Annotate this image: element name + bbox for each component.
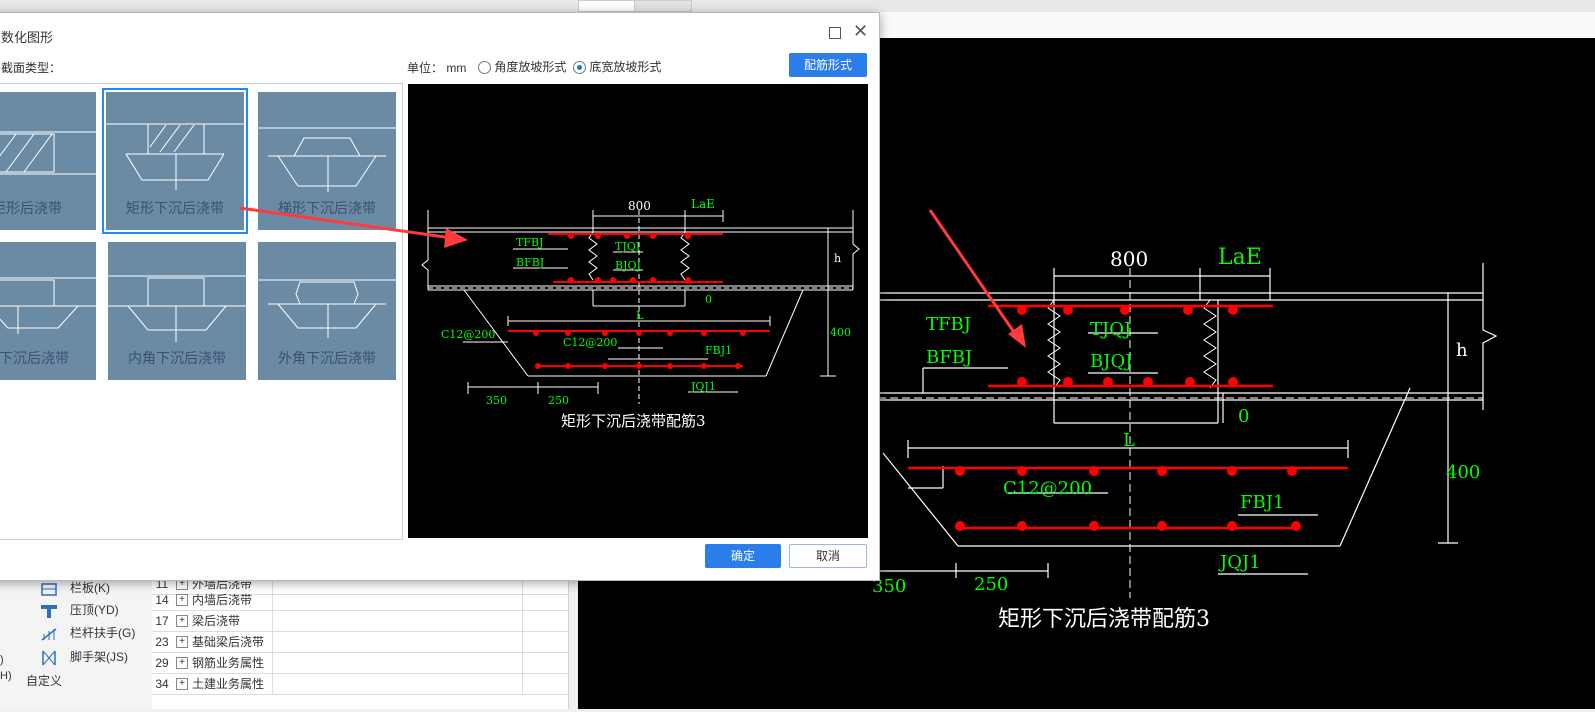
list-item-railing-panel[interactable]: 栏板(K) xyxy=(40,577,110,599)
expand-icon[interactable]: + xyxy=(176,594,188,606)
tree-row[interactable]: 23+基础梁后浇带 xyxy=(152,632,568,653)
preview-drawing: 800 LaE TFBJ BFBJ TJQJ BJQJ h 0 L C12@20… xyxy=(408,84,868,538)
preview-label-l: L xyxy=(636,309,644,322)
list-item-coping[interactable]: 压顶(YD) xyxy=(40,599,119,621)
tile-outer-corner-sunk-post-pour[interactable]: 外角下沉后浇带 xyxy=(258,242,396,380)
tree-row[interactable]: 34+土建业务属性 xyxy=(152,674,568,695)
tree-row[interactable]: 17+梁后浇带 xyxy=(152,611,568,632)
label-c12: C12@200 xyxy=(1003,478,1092,499)
list-item-scaffold[interactable]: 脚手架(JS) xyxy=(40,646,128,668)
preview-label-tjqj: TJQJ xyxy=(615,240,640,253)
clipped-label-2: ) xyxy=(0,654,4,666)
section-type-label: 截面类型： xyxy=(1,61,62,75)
drawing-caption: 矩形下沉后浇带配筋3 xyxy=(998,607,1210,632)
radio-icon[interactable] xyxy=(478,61,491,75)
tile-trapezoid-sunk-post-pour[interactable]: 梯形下沉后浇带 xyxy=(258,92,396,230)
dim-800: 800 xyxy=(1110,247,1148,271)
ok-button[interactable]: 确定 xyxy=(705,544,781,568)
unit-label: 单位： mm xyxy=(407,61,467,75)
preview-label-fbj1: FBJ1 xyxy=(705,344,732,357)
scaffold-icon xyxy=(40,650,58,666)
label-l: L xyxy=(1123,430,1135,451)
label-400: 400 xyxy=(1446,462,1480,483)
preview-caption: 矩形下沉后浇带配筋3 xyxy=(561,412,706,430)
dialog-title: 数化图形 xyxy=(1,30,54,45)
toolbar-strip xyxy=(880,12,1595,38)
preview-label-c12-left: C12@200 xyxy=(441,328,495,341)
label-250: 250 xyxy=(974,574,1008,595)
label-350: 350 xyxy=(872,576,906,597)
list-item-custom[interactable]: 自定义 xyxy=(26,674,63,688)
preview-label-tfbj: TFBJ xyxy=(516,236,543,249)
label-h: h xyxy=(1456,340,1468,361)
expand-icon[interactable]: + xyxy=(176,678,188,690)
label-bjqj: BJQJ xyxy=(1090,351,1132,372)
label-bfbj: BFBJ xyxy=(926,347,972,368)
label-jqj1: JQJ1 xyxy=(1218,552,1261,573)
coping-icon xyxy=(40,603,58,619)
preview-label-400: 400 xyxy=(830,326,851,339)
label-fbj1: FBJ1 xyxy=(1240,492,1284,513)
preview-label-bfbj: BFBJ xyxy=(516,256,544,269)
tile-shape-sunk-post-pour[interactable]: 形下沉后浇带 xyxy=(0,242,96,380)
list-item-handrail[interactable]: 栏杆扶手(G) xyxy=(40,622,135,644)
tile-rect-post-pour[interactable]: 矩形后浇带 xyxy=(0,92,96,230)
rebar-form-button[interactable]: 配筋形式 xyxy=(789,53,867,77)
preview-dim-800: 800 xyxy=(628,199,651,213)
railing-panel-icon xyxy=(40,581,58,597)
preview-label-250: 250 xyxy=(548,394,569,407)
preview-label-zero: 0 xyxy=(705,293,712,306)
label-tfbj: TFBJ xyxy=(926,314,971,335)
expand-icon[interactable]: + xyxy=(176,636,188,648)
label-tjqj: TJQJ xyxy=(1090,319,1131,340)
section-type-grid: 矩形后浇带 矩形下沉后浇带 梯形下沉后浇带 形下沉后浇带 内角下沉后浇带 外角下… xyxy=(0,83,403,540)
close-icon[interactable]: ✕ xyxy=(853,21,869,41)
preview-rebar-drawing: 800 LaE TFBJ BFBJ TJQJ BJQJ h 0 L C12@20… xyxy=(421,197,860,430)
cancel-button[interactable]: 取消 xyxy=(789,544,867,568)
expand-icon[interactable]: + xyxy=(176,657,188,669)
radio-angle-slope[interactable]: 角度放坡形式 xyxy=(478,58,566,75)
preview-label-350: 350 xyxy=(486,394,507,407)
label-lae: LaE xyxy=(1218,245,1262,270)
clipped-label-1: H) xyxy=(0,670,12,682)
preview-label-lae: LaE xyxy=(691,197,715,211)
tab-property[interactable] xyxy=(578,0,636,12)
handrail-icon xyxy=(40,626,58,642)
component-list: 栏板(K) 压顶(YD) 栏杆扶手(G) 脚手架(JS) 自定义 H) ) xyxy=(0,580,153,709)
tile-inner-corner-sunk-post-pour[interactable]: 内角下沉后浇带 xyxy=(108,242,246,380)
large-rebar-drawing: 800 LaE TFBJ BFBJ TJQJ BJQJ h 0 L C12@20… xyxy=(872,209,1498,632)
tab-other[interactable] xyxy=(634,0,692,12)
property-tree: 11+外墙后浇带 14+内墙后浇带 17+梁后浇带 23+基础梁后浇带 29+钢… xyxy=(152,574,569,709)
preview-label-jqj1: JQJ1 xyxy=(690,380,716,393)
tile-rect-sunk-post-pour[interactable]: 矩形下沉后浇带 xyxy=(102,88,248,234)
radio-selected-icon[interactable] xyxy=(573,61,586,75)
radio-width-slope[interactable]: 底宽放坡形式 xyxy=(573,58,661,75)
preview-label-bjqj: BJQJ xyxy=(615,259,641,272)
tree-row[interactable]: 29+钢筋业务属性 xyxy=(152,653,568,674)
tree-row[interactable]: 14+内墙后浇带 xyxy=(152,590,568,611)
expand-icon[interactable]: + xyxy=(176,615,188,627)
label-zero: 0 xyxy=(1238,406,1249,427)
preview-label-h: h xyxy=(834,252,841,265)
preview-label-c12: C12@200 xyxy=(563,336,617,349)
parametric-shape-dialog: 数化图形 ✕ 截面类型： 单位： mm 角度放坡形式 底宽放坡形式 配筋形式 矩… xyxy=(0,12,880,581)
maximize-icon[interactable] xyxy=(829,27,841,39)
